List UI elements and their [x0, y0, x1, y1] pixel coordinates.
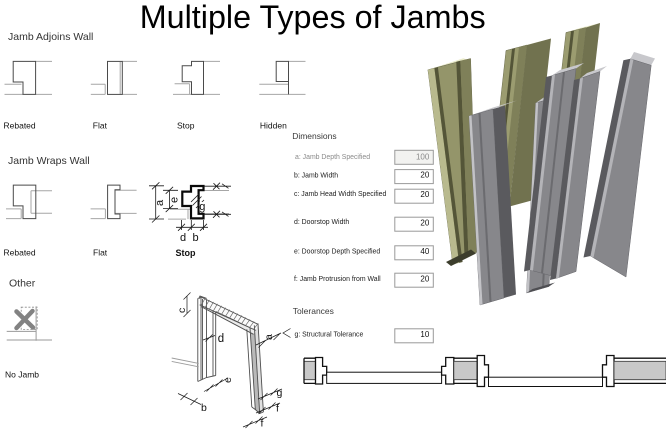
svg-text:Flat: Flat	[93, 121, 108, 131]
svg-text:40: 40	[420, 247, 429, 256]
svg-text:Multiple Types of Jambs: Multiple Types of Jambs	[140, 0, 486, 35]
svg-text:20: 20	[420, 275, 429, 284]
svg-text:a: a	[263, 334, 275, 340]
svg-text:Hidden: Hidden	[260, 121, 287, 131]
svg-text:No Jamb: No Jamb	[5, 370, 39, 380]
svg-text:20: 20	[420, 190, 429, 199]
svg-text:Dimensions: Dimensions	[292, 131, 336, 141]
svg-text:Jamb Wraps Wall: Jamb Wraps Wall	[8, 155, 90, 167]
svg-text:Tolerances: Tolerances	[293, 306, 334, 316]
svg-text:20: 20	[420, 171, 429, 180]
svg-text:g: g	[199, 201, 205, 213]
svg-text:d: d	[218, 333, 224, 345]
svg-text:Other: Other	[9, 278, 36, 290]
svg-text:b: b	[193, 232, 199, 244]
svg-text:a: a	[154, 199, 166, 206]
svg-text:Jamb Adjoins Wall: Jamb Adjoins Wall	[8, 31, 93, 43]
svg-text:f: f	[276, 403, 279, 415]
svg-text:Stop: Stop	[177, 121, 195, 131]
svg-text:c: c	[176, 308, 188, 313]
svg-text:d: d	[180, 232, 186, 244]
svg-text:d: Doorstop Width: d: Doorstop Width	[294, 219, 349, 226]
svg-text:g: Structural Tolerance: g: Structural Tolerance	[295, 331, 364, 338]
svg-text:Rebated: Rebated	[4, 248, 36, 258]
svg-text:10: 10	[420, 330, 429, 339]
svg-text:100: 100	[416, 153, 430, 162]
svg-text:b: Jamb Width: b: Jamb Width	[294, 173, 338, 180]
svg-text:b: b	[201, 402, 207, 414]
svg-text:f: Jamb Protrusion from Wall: f: Jamb Protrusion from Wall	[294, 276, 381, 283]
svg-text:Rebated: Rebated	[4, 121, 36, 131]
svg-text:e: e	[222, 377, 234, 383]
svg-text:c: Jamb Head Width Specified: c: Jamb Head Width Specified	[294, 191, 386, 198]
svg-text:e: e	[169, 197, 181, 203]
svg-text:f: f	[261, 418, 264, 430]
svg-text:Stop: Stop	[176, 248, 196, 258]
svg-text:a: Jamb Depth Specified: a: Jamb Depth Specified	[295, 154, 370, 161]
svg-text:Flat: Flat	[93, 248, 108, 258]
svg-text:e: Doorstop Depth Specified: e: Doorstop Depth Specified	[294, 249, 380, 256]
svg-text:g: g	[277, 387, 283, 399]
svg-text:20: 20	[420, 218, 429, 227]
